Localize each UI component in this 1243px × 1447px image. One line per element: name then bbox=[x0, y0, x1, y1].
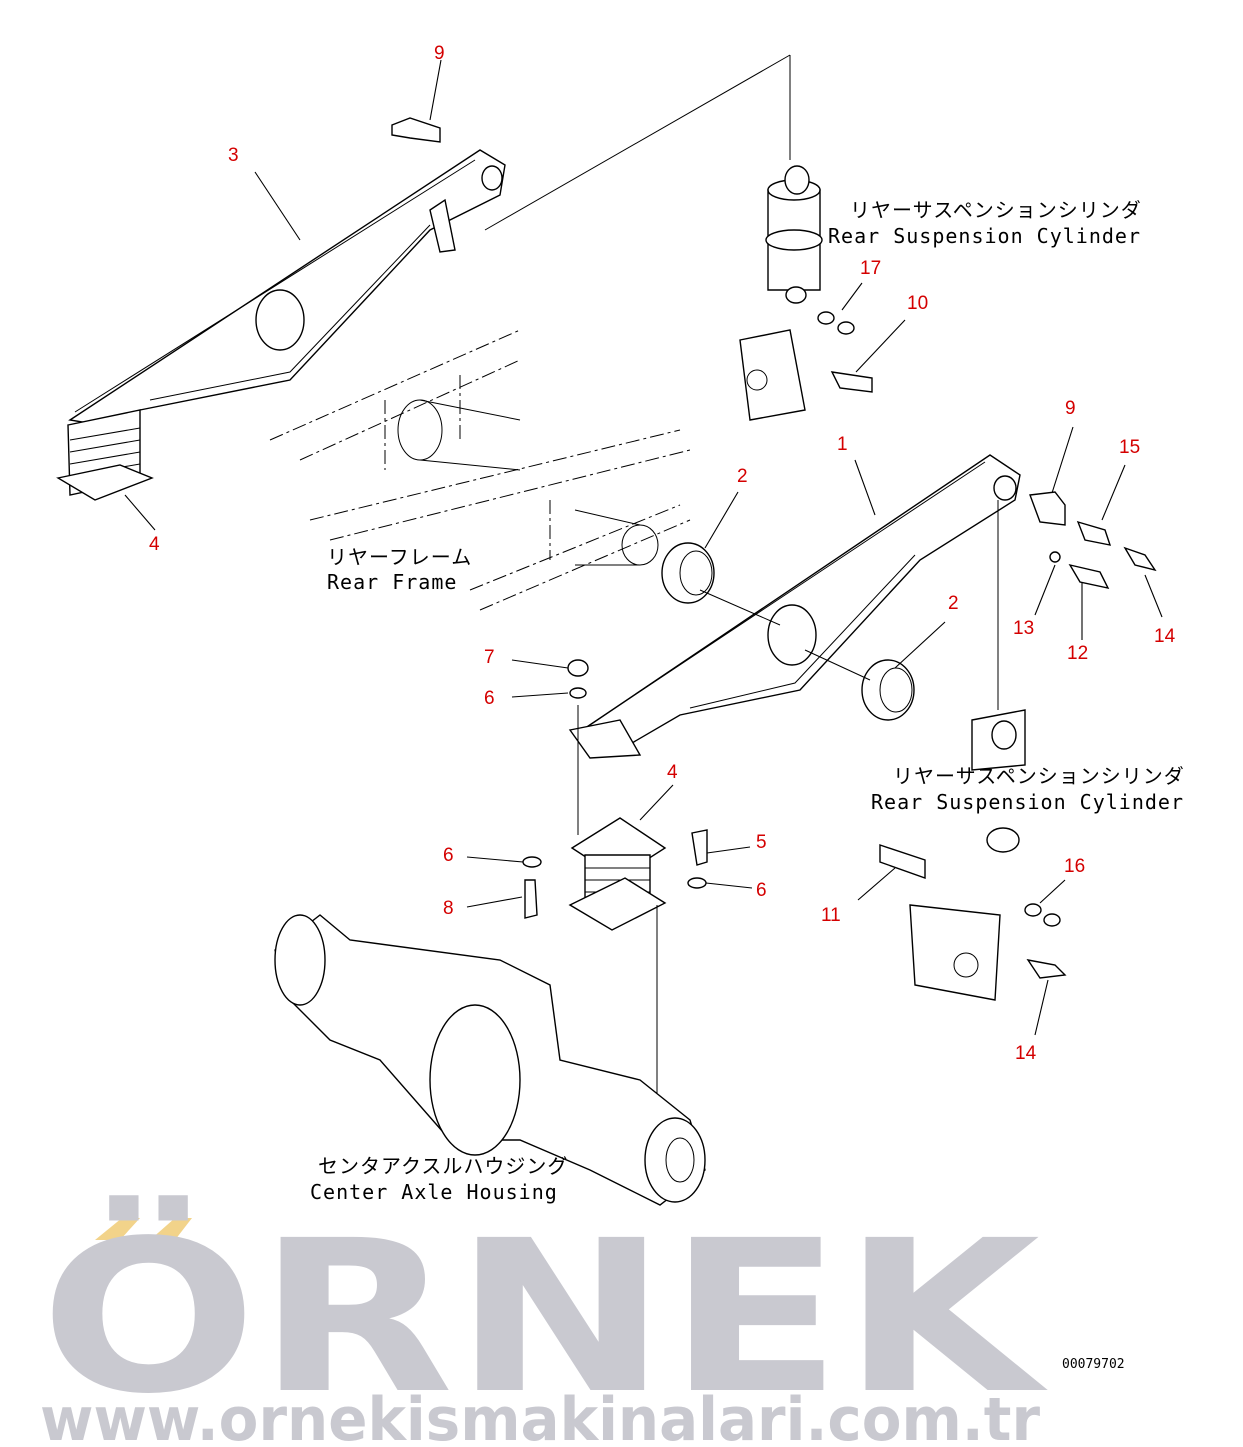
callout-9: 9 bbox=[434, 43, 445, 64]
watermark-accent bbox=[95, 1218, 140, 1240]
label-cylinder-bottom-en: Rear Suspension Cylinder bbox=[871, 790, 1184, 814]
callout-9: 9 bbox=[1065, 398, 1076, 419]
bracket-top bbox=[739, 311, 873, 421]
rear-suspension-cylinder-top bbox=[484, 54, 823, 304]
label-cylinder-top-en: Rear Suspension Cylinder bbox=[828, 224, 1141, 248]
callout-8: 8 bbox=[443, 898, 454, 919]
rear-suspension-cylinder-bottom bbox=[971, 709, 1026, 853]
callout-14: 14 bbox=[1154, 626, 1176, 647]
callout-14: 14 bbox=[1015, 1043, 1037, 1064]
center-axle-housing bbox=[274, 914, 706, 1206]
callout-6: 6 bbox=[484, 688, 495, 709]
callout-6: 6 bbox=[443, 845, 454, 866]
callouts: 9 3 4 1 2 2 17 10 9 15 13 12 14 7 6 4 5 … bbox=[149, 43, 1176, 1064]
pin-9-top bbox=[391, 117, 441, 143]
rubber-mount-4-left bbox=[56, 409, 154, 501]
suspension-arm-3 bbox=[68, 149, 506, 426]
rear-frame-outline bbox=[269, 329, 691, 611]
bushing-2-lower bbox=[861, 659, 915, 721]
label-frame-en: Rear Frame bbox=[327, 570, 457, 594]
watermark: ÖRNEK www.ornekismakinalari.com.tr bbox=[40, 1194, 1049, 1447]
fasteners-center bbox=[522, 659, 708, 919]
callout-12: 12 bbox=[1067, 643, 1088, 664]
callout-1: 1 bbox=[837, 434, 848, 455]
callout-2: 2 bbox=[737, 466, 748, 487]
callout-4: 4 bbox=[149, 534, 160, 555]
callout-3: 3 bbox=[228, 145, 239, 166]
drawing-code: 00079702 bbox=[1062, 1357, 1125, 1372]
pin-and-fittings-right bbox=[1029, 491, 1157, 589]
watermark-accent bbox=[150, 1218, 192, 1240]
callout-13: 13 bbox=[1013, 618, 1034, 639]
callout-17: 17 bbox=[860, 258, 881, 279]
label-cylinder-top-jp: リヤーサスペンションシリンダ bbox=[850, 198, 1142, 222]
rubber-mount-4-center bbox=[568, 817, 667, 1105]
watermark-brand: ÖRNEK bbox=[40, 1194, 1049, 1440]
callout-10: 10 bbox=[907, 293, 928, 314]
callout-15: 15 bbox=[1119, 437, 1140, 458]
label-axle-jp: センタアクスルハウジング bbox=[318, 1154, 568, 1178]
callout-5: 5 bbox=[756, 832, 767, 853]
callout-7: 7 bbox=[484, 647, 495, 668]
callout-4: 4 bbox=[667, 762, 678, 783]
callout-2: 2 bbox=[948, 593, 959, 614]
part-labels: リヤーサスペンションシリンダ Rear Suspension Cylinder … bbox=[310, 198, 1185, 1372]
watermark-url: www.ornekismakinalari.com.tr bbox=[40, 1385, 1040, 1447]
bracket-bottom bbox=[879, 844, 1067, 1001]
label-frame-jp: リヤーフレーム bbox=[327, 545, 472, 569]
bushing-2-upper bbox=[661, 542, 715, 604]
callout-16: 16 bbox=[1064, 856, 1085, 877]
callout-11: 11 bbox=[821, 905, 841, 926]
label-axle-en: Center Axle Housing bbox=[310, 1180, 558, 1204]
leader-lines bbox=[124, 59, 1163, 1036]
label-cylinder-bottom-jp: リヤーサスペンションシリンダ bbox=[893, 764, 1185, 788]
suspension-arm-1 bbox=[568, 454, 1021, 759]
callout-6: 6 bbox=[756, 880, 767, 901]
